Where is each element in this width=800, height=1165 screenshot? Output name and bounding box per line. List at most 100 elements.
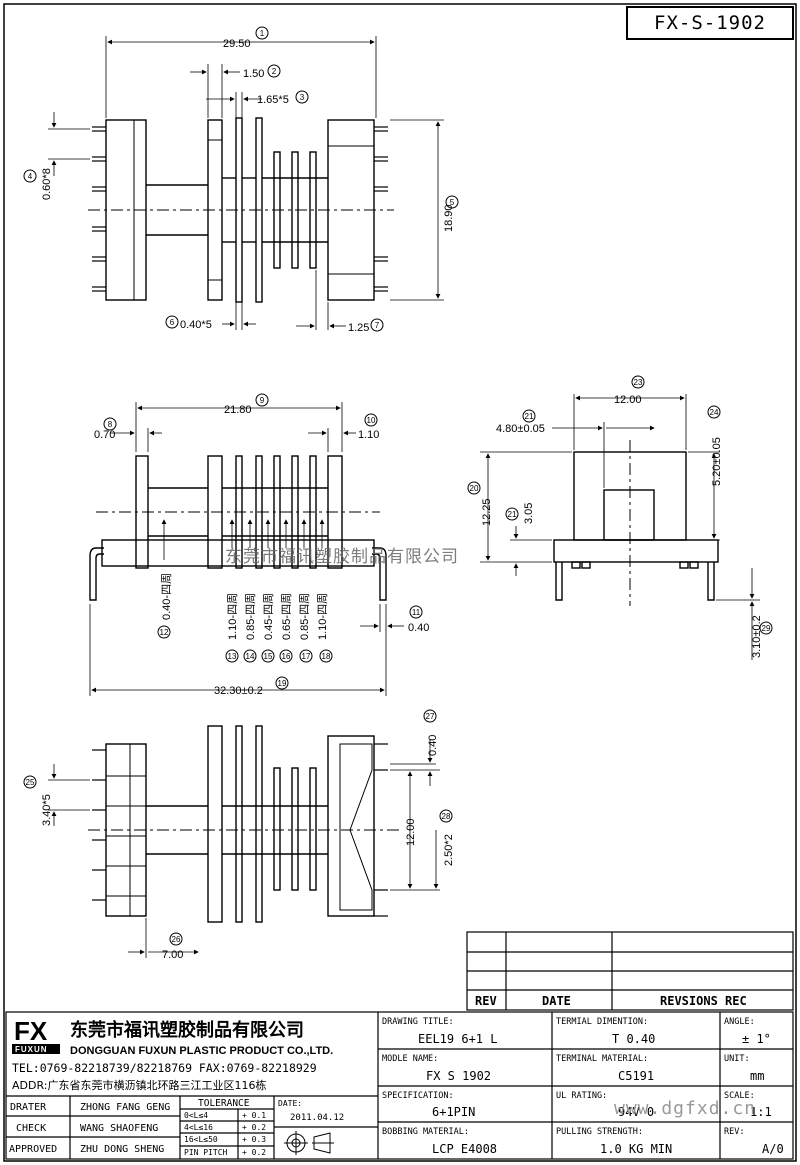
dim-22: 4.80±0.05 — [496, 423, 545, 435]
bobbing-material-value: LCP E4008 — [432, 1142, 497, 1156]
logo-sub-bg — [12, 1044, 60, 1054]
title-block — [5, 1011, 794, 1160]
dim-18: 1.10-四周 — [316, 593, 329, 640]
tol-range-2: 4<L≤16 — [184, 1123, 213, 1132]
dim-19-marker: 19 — [278, 679, 287, 688]
dim-16: 0.65-四周 — [280, 593, 293, 640]
dim-2-marker: 2 — [272, 67, 277, 76]
specification-value: 6+1PIN — [432, 1105, 475, 1119]
dim-1-marker: 1 — [260, 29, 265, 38]
drawing-title-value: EEL19 6+1 L — [418, 1032, 497, 1046]
date-value: 2011.04.12 — [290, 1113, 344, 1123]
check-value: WANG SHAOFENG — [80, 1123, 158, 1134]
dim-21: 3.05 — [523, 503, 535, 524]
dim-10: 1.10 — [358, 429, 379, 441]
tol-value-2: + 0.2 — [242, 1123, 266, 1132]
approved-value: ZHU DONG SHENG — [80, 1144, 164, 1155]
dim-4: 0.60*8 — [41, 168, 53, 200]
dim-19: 32.30±0.2 — [214, 685, 263, 697]
dim-8-marker: 8 — [108, 420, 113, 429]
front-view-labels: 8 0.70 21.80 9 10 1.10 11 0.40 0.40-四周 1… — [94, 393, 429, 697]
dim-26-marker: 26 — [172, 935, 181, 944]
dim-13: 1.10-四周 — [226, 593, 239, 640]
terminal-material-value: C5191 — [618, 1069, 654, 1083]
tol-range-3: 16<L≤50 — [184, 1135, 218, 1144]
dim-22-marker: 21 — [525, 412, 534, 421]
pulling-strength-label: PULLING STRENGTH: — [556, 1127, 643, 1137]
dim-23: 12.00 — [614, 394, 642, 406]
dim-28-marker: 28 — [442, 812, 451, 821]
terminal-dimention-value: T 0.40 — [612, 1032, 655, 1046]
dim-15: 0.45-四周 — [262, 593, 275, 640]
company-name-en: DONGGUAN FUXUN PLASTIC PRODUCT CO.,LTD. — [70, 1045, 333, 1057]
dim-24-marker: 24 — [710, 408, 719, 417]
dim-12-marker: 12 — [160, 628, 169, 637]
watermark-url: www.dgfxd.cn — [614, 1098, 757, 1119]
dim-14: 0.85-四周 — [244, 593, 257, 640]
scale-value: 1:1 — [750, 1105, 772, 1119]
date-header: DATE — [542, 994, 571, 1008]
check-label: CHECK — [16, 1123, 46, 1134]
tol-value-4: + 0.2 — [242, 1148, 266, 1157]
dim-7: 1.25 — [348, 322, 369, 334]
terminal-material-label: TERMINAL MATERIAL: — [556, 1054, 648, 1064]
projection-symbol-icon — [284, 1131, 334, 1155]
dim-1: 29.50 — [223, 38, 251, 50]
side-view — [480, 394, 760, 660]
specification-label: SPECIFICATION: — [382, 1091, 454, 1101]
dim-23-marker: 23 — [634, 378, 643, 387]
rev-label: REV: — [724, 1127, 744, 1137]
dim-6-marker: 6 — [170, 318, 175, 327]
tol-range-1: 0<L≤4 — [184, 1111, 208, 1120]
dim-27-marker: 27 — [426, 712, 435, 721]
dim-9: 21.80 — [224, 404, 252, 416]
tolerance-label: TOLERANCE — [198, 1098, 250, 1109]
dim-28: 2.50*2 — [443, 834, 455, 866]
dim-8: 0.70 — [94, 429, 115, 441]
side-view-labels: 23 12.00 21 4.80±0.05 24 5.20±0.05 20 12… — [467, 375, 773, 658]
dim-29-marker: 29 — [762, 624, 771, 633]
ul-rating-label: UL RATING: — [556, 1091, 607, 1101]
company-addr: ADDR:广东省东莞市横沥镇北环路三江工业区116栋 — [12, 1078, 266, 1092]
company-tel: TEL:0769-82218739/82218769 FAX:0769-8221… — [12, 1061, 317, 1075]
terminal-dimention-label: TERMIAL DIMENTION: — [556, 1017, 648, 1027]
dim-25: 3.40*5 — [41, 794, 53, 826]
unit-value: mm — [750, 1069, 764, 1083]
dim-29: 3.10±0.2 — [751, 615, 763, 658]
date-label: DATE: — [278, 1099, 302, 1108]
dim-18-marker: 18 — [322, 652, 331, 661]
dim-24: 5.20±0.05 — [711, 437, 723, 486]
dim-4-marker: 4 — [28, 172, 33, 181]
dim-20-marker: 20 — [470, 484, 479, 493]
dim-11: 0.40 — [408, 622, 429, 634]
dim-15-marker: 15 — [264, 652, 273, 661]
watermark-text: 东莞市福讯塑胶制品有限公司 — [225, 547, 459, 567]
dim-26: 7.00 — [162, 949, 183, 961]
dim-5-marker: 5 — [450, 198, 455, 207]
dim-20: 12.25 — [481, 498, 493, 526]
dim-3: 1.65*5 — [257, 94, 289, 106]
drawing-number: FX-S-1902 — [626, 6, 794, 40]
pulling-strength-value: 1.0 KG MIN — [600, 1142, 672, 1156]
top-view-labels: 29.50 1 1.50 2 1.65*5 3 0.60*8 4 18.90 5… — [23, 26, 459, 334]
drater-label: DRATER — [10, 1102, 47, 1113]
tol-value-3: + 0.3 — [242, 1135, 266, 1144]
dim-7-marker: 7 — [375, 321, 380, 330]
rev-header: REV — [475, 994, 497, 1008]
approved-label: APPROVED — [9, 1144, 57, 1155]
dim-14-marker: 14 — [246, 652, 255, 661]
dim-25-marker: 25 — [26, 778, 35, 787]
tol-range-4: PIN PITCH — [184, 1148, 228, 1157]
dim-27: 0.40 — [427, 735, 439, 756]
modle-name-value: FX S 1902 — [426, 1069, 491, 1083]
bottom-view-labels: 25 3.40*5 26 7.00 27 0.40 12.00 28 2.50*… — [23, 709, 455, 961]
dim-21-marker: 21 — [508, 510, 517, 519]
ul-rating-value: 94V 0 — [618, 1105, 654, 1119]
company-name-cn: 东莞市福讯塑胶制品有限公司 — [70, 1019, 304, 1041]
dim-9-marker: 9 — [260, 396, 265, 405]
dim-2: 1.50 — [243, 68, 264, 80]
dim-10-marker: 10 — [367, 416, 376, 425]
dim-12: 0.40-四周 — [160, 573, 173, 620]
dim-17-marker: 17 — [302, 652, 311, 661]
dim-17: 0.85-四周 — [298, 593, 311, 640]
